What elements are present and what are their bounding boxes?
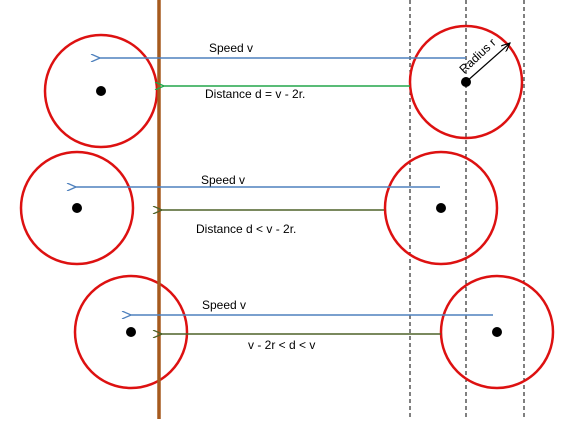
circle-row1-right: [408, 24, 524, 140]
radius-arrow: [465, 43, 510, 83]
distance-label-row3: v - 2r < d < v: [248, 338, 315, 352]
speed-label-row1: Speed v: [209, 41, 253, 55]
circle-row2-right: [383, 150, 499, 266]
distance-label-row1: Distance d = v - 2r.: [205, 87, 305, 101]
center-dot-row3-right: [492, 327, 502, 337]
radius-label: Radius r: [456, 35, 498, 76]
circle-row1-left: [43, 33, 159, 149]
center-dot-row2-right: [436, 203, 446, 213]
center-dot-row3-left: [126, 327, 136, 337]
speed-label-row3: Speed v: [202, 298, 246, 312]
distance-label-row2: Distance d < v - 2r.: [196, 222, 296, 236]
center-dot-row2-left: [72, 203, 82, 213]
circle-row2-left: [19, 150, 135, 266]
circle-row3-left: [73, 274, 189, 390]
speed-label-row2: Speed v: [201, 173, 245, 187]
center-dot-row1-left: [96, 86, 106, 96]
circle-row3-right: [439, 274, 555, 390]
